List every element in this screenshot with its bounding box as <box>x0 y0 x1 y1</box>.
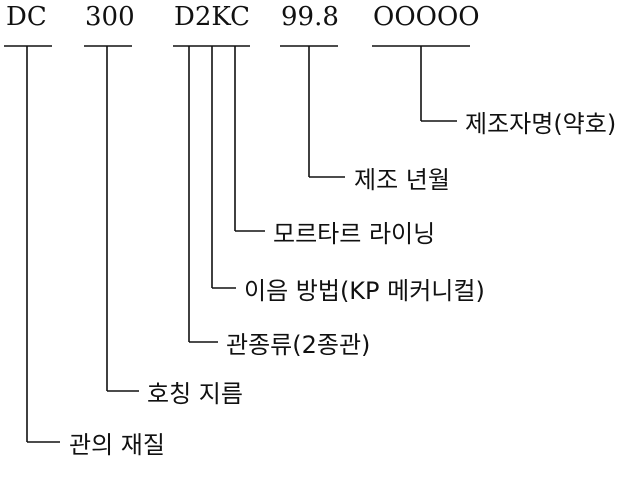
label-joint-method: 이음 방법(KP 메커니컬) <box>244 277 485 305</box>
label-nominal-diameter: 호칭 지름 <box>147 380 243 408</box>
label-pipe-material: 관의 재질 <box>69 431 165 459</box>
code-manufacture-date: 99.8 <box>281 2 339 32</box>
code-manufacturer: OOOOO <box>373 2 480 32</box>
label-manufacturer-abbr: 제조자명(약호) <box>465 110 617 138</box>
code-material: DC <box>6 2 47 32</box>
label-manufacture-date: 제조 년월 <box>354 166 450 194</box>
label-mortar-lining: 모르타르 라이닝 <box>273 220 436 248</box>
label-pipe-class: 관종류(2종관) <box>226 331 371 359</box>
code-nominal-diameter: 300 <box>85 2 135 32</box>
code-pipe-joint-lining: D2KC <box>174 2 251 32</box>
